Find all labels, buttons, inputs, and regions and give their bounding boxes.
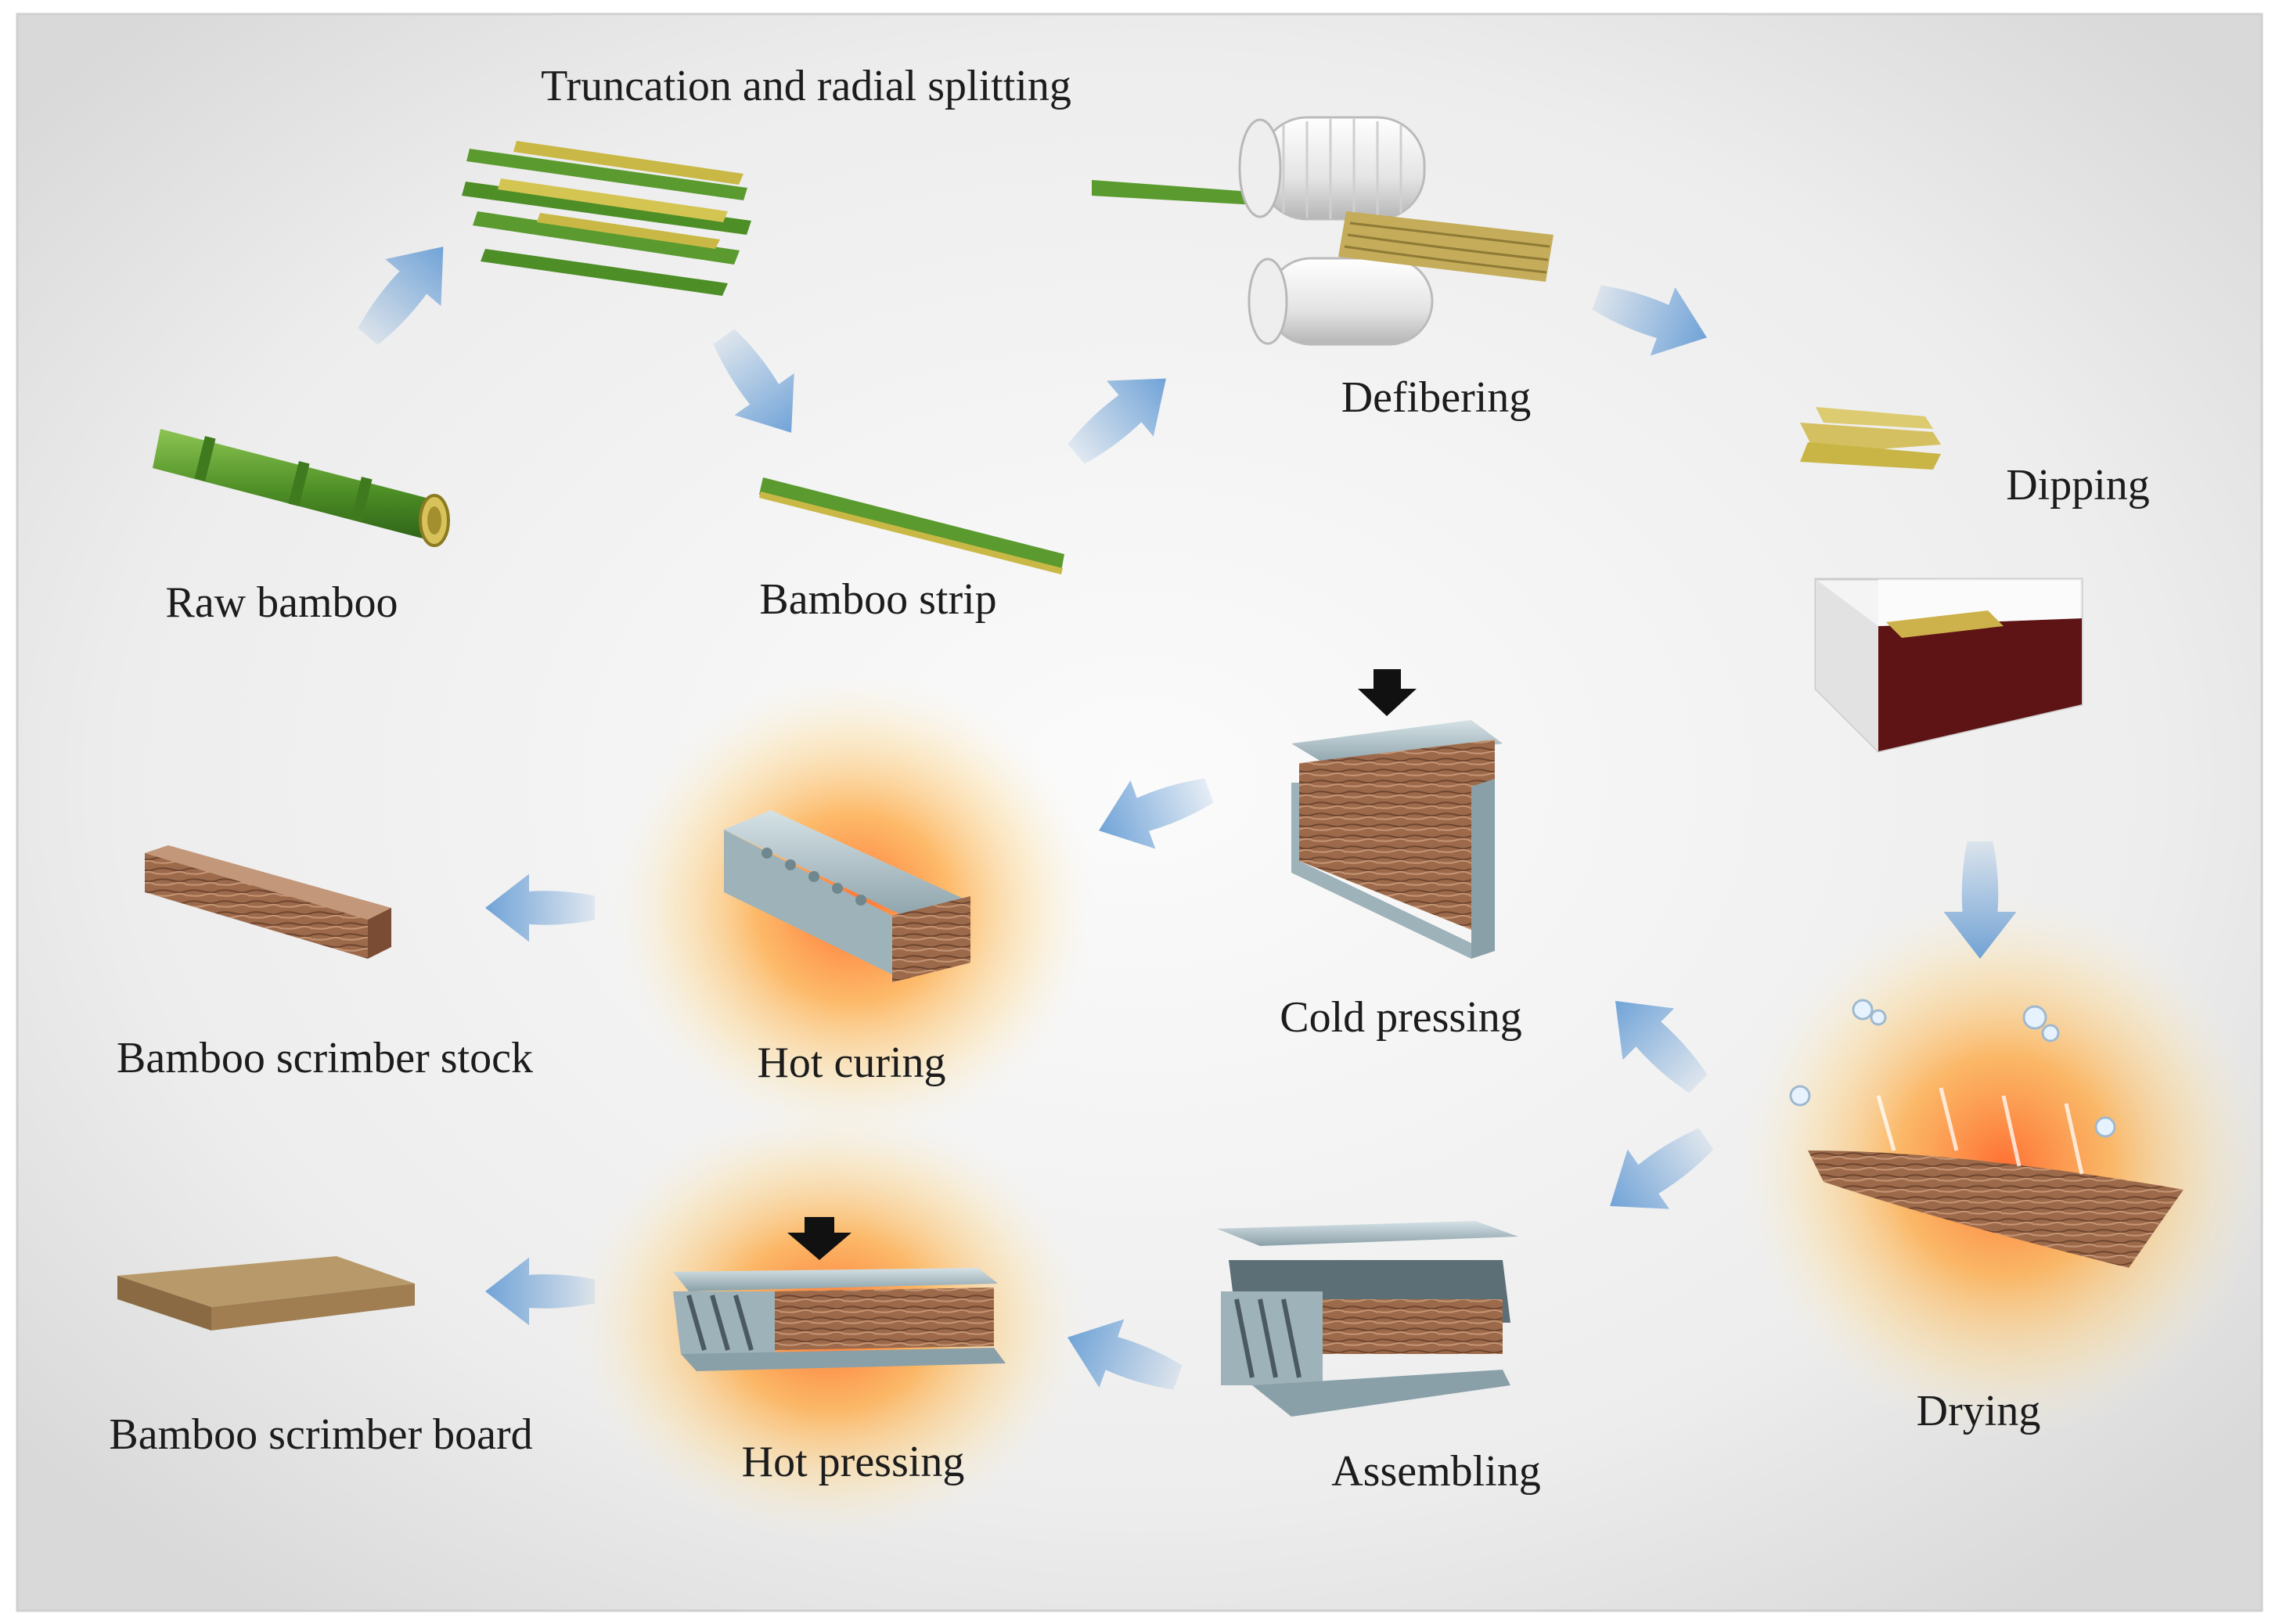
bamboo-strip-illustration [759,477,1064,574]
assembling-illustration [1217,1221,1518,1417]
hot-curing-illustration [724,810,970,982]
drying-illustration [1789,999,2184,1268]
label-hot-pressing: Hot pressing [741,1438,965,1486]
label-raw-bamboo: Raw bamboo [165,578,398,627]
label-scrimber-board: Bamboo scrimber board [109,1410,533,1459]
label-defibering: Defibering [1341,373,1532,422]
raw-bamboo-illustration [153,429,450,547]
label-drying: Drying [1916,1387,2041,1435]
scrimber-board-illustration [117,1256,415,1331]
label-bamboo-strip: Bamboo strip [759,575,997,624]
cold-pressing-illustration [1291,669,1503,959]
label-truncation: Truncation and radial splitting [541,62,1071,110]
dipping-illustration [1800,407,2083,753]
label-dipping: Dipping [2006,461,2150,510]
defibering-illustration [1092,116,1554,346]
label-cold-pressing: Cold pressing [1280,993,1522,1042]
hot-pressing-illustration [673,1217,1006,1371]
label-hot-curing: Hot curing [757,1039,946,1087]
label-scrimber-stock: Bamboo scrimber stock [117,1034,533,1082]
scrimber-stock-illustration [145,845,391,959]
label-assembling: Assembling [1331,1447,1541,1496]
split-bamboo-illustration [462,141,751,296]
